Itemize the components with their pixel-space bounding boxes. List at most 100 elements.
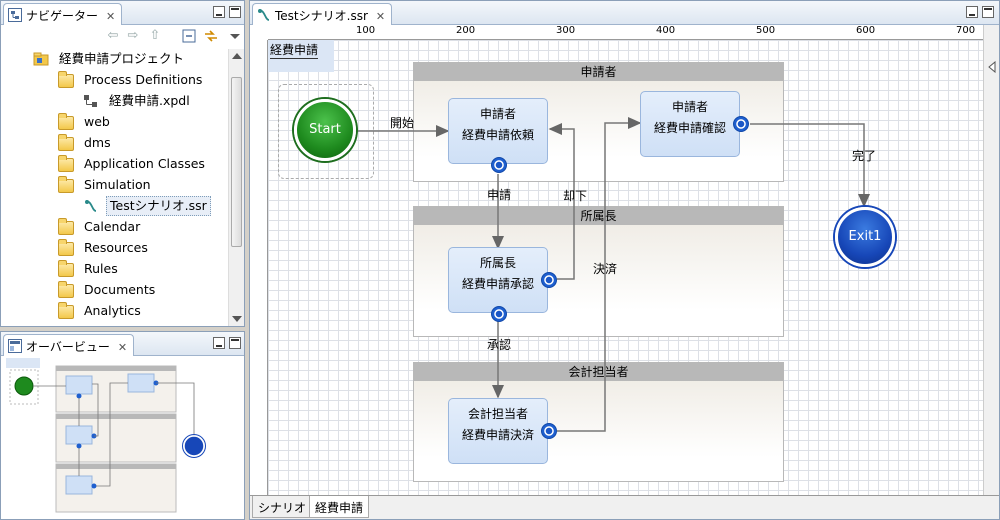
connector-label-start: 開始 <box>390 116 415 130</box>
task-role: 申請者 <box>479 107 516 121</box>
tree-item-label: Process Definitions <box>84 72 203 87</box>
folder-icon <box>58 302 74 319</box>
navigator-icon <box>8 8 22 22</box>
ruler-tick: 400 <box>249 434 251 454</box>
overview-thumbnail[interactable] <box>4 356 241 516</box>
ruler-tick: 100 <box>249 134 251 154</box>
minimize-button[interactable] <box>966 6 978 18</box>
task-role: 会計担当者 <box>467 407 528 421</box>
connector-label-settle: 決済 <box>593 262 618 276</box>
task-port-icon[interactable] <box>491 306 507 322</box>
connector-settle <box>557 117 642 432</box>
tree-item-label: 経費申請プロジェクト <box>59 51 185 66</box>
ruler-tick: 600 <box>856 25 876 36</box>
tree-item-label: Simulation <box>84 177 151 192</box>
swimlane-header: 所属長 <box>414 207 783 225</box>
close-icon[interactable]: ✕ <box>117 341 128 354</box>
editor-bottom-tabs: シナリオ 経費申請 <box>250 495 999 519</box>
diagram-canvas[interactable]: 経費申請 申請者 所属長 会計担当者 <box>268 40 983 495</box>
maximize-button[interactable] <box>982 6 994 18</box>
tab-editor-label: Testシナリオ.ssr <box>275 9 368 23</box>
minimize-button[interactable] <box>213 6 225 18</box>
ruler-tick: 700 <box>956 25 976 36</box>
tree-item-label: Documents <box>84 282 156 297</box>
navigator-tree: 経費申請プロジェクト Process Definitions 経費申請.xpdl… <box>1 49 228 326</box>
task-port-icon[interactable] <box>491 157 507 173</box>
task-port-icon[interactable] <box>541 423 557 439</box>
folder-icon <box>58 281 74 298</box>
connector-done <box>750 123 870 208</box>
back-arrow-icon[interactable]: ⇦ <box>107 28 119 43</box>
forward-arrow-icon[interactable]: ⇨ <box>127 28 139 43</box>
swimlane-header: 会計担当者 <box>414 363 783 381</box>
start-event[interactable]: Start <box>294 99 356 161</box>
scroll-thumb[interactable] <box>231 77 242 247</box>
folder-icon <box>58 239 74 256</box>
maximize-button[interactable] <box>229 6 241 18</box>
tab-navigator[interactable]: ナビゲーター ✕ <box>3 3 123 25</box>
folder-icon <box>58 260 74 277</box>
expand-palette-icon[interactable] <box>987 61 997 73</box>
swimlane-header: 申請者 <box>414 63 783 81</box>
tree-item-label: Rules <box>84 261 118 276</box>
tab-scenario[interactable]: シナリオ <box>252 496 313 518</box>
tab-navigator-label: ナビゲーター <box>26 9 99 23</box>
tree-item-label: Analytics <box>84 303 141 318</box>
collapse-all-icon[interactable] <box>181 28 197 44</box>
ruler-tick: 300 <box>249 334 251 354</box>
maximize-button[interactable] <box>229 337 241 349</box>
xpdl-file-icon <box>84 95 97 107</box>
ruler-tick: 200 <box>249 234 251 254</box>
palette-gutter[interactable] <box>983 25 999 495</box>
task-port-icon[interactable] <box>541 272 557 288</box>
task-role: 申請者 <box>671 100 708 114</box>
connector-label-approve: 承認 <box>487 338 512 352</box>
task-expense-confirm[interactable]: 申請者 経費申請確認 <box>640 91 749 157</box>
navigator-toolbar: ⇦ ⇨ ⇧ <box>1 26 244 48</box>
task-expense-request[interactable]: 申請者 経費申請依頼 <box>448 98 548 173</box>
process-label-text: 経費申請 <box>270 43 319 59</box>
tab-expense-process[interactable]: 経費申請 <box>309 496 370 518</box>
close-icon[interactable]: ✕ <box>106 10 116 23</box>
exit-event[interactable]: Exit1 <box>835 207 895 267</box>
close-icon[interactable]: ✕ <box>375 10 386 23</box>
overview-tabbar: オーバービュー✕ <box>1 332 244 356</box>
editor-panel: Testシナリオ.ssr ✕ 100 200 300 400 500 600 70… <box>249 0 1000 520</box>
tree-item-label: Application Classes <box>84 156 205 171</box>
tree-item-label: web <box>84 114 110 129</box>
task-name: 経費申請決済 <box>461 428 534 442</box>
task-expense-settle[interactable]: 会計担当者 経費申請決済 <box>448 398 557 464</box>
connector-label-apply: 申請 <box>487 188 512 202</box>
folder-icon <box>58 113 74 130</box>
start-event-label: Start <box>309 122 341 137</box>
scroll-down-arrow-icon[interactable] <box>232 316 242 322</box>
project-icon <box>33 52 49 66</box>
swimlane-manager[interactable]: 所属長 <box>413 206 784 337</box>
folder-icon <box>58 218 74 235</box>
tab-test-scenario[interactable]: Testシナリオ.ssr ✕ <box>252 3 393 25</box>
connector-label-reject: 却下 <box>563 189 588 203</box>
editor-tabbar: Testシナリオ.ssr ✕ <box>250 1 999 25</box>
tab-overview[interactable]: オーバービュー✕ <box>3 334 135 356</box>
connector-label-done: 完了 <box>852 149 877 163</box>
task-expense-approve[interactable]: 所属長 経費申請承認 <box>448 247 557 322</box>
task-name: 経費申請承認 <box>461 277 534 291</box>
up-folder-icon[interactable]: ⇧ <box>149 28 161 43</box>
overview-diagram-thumbnail <box>6 358 206 513</box>
process-label[interactable]: 経費申請 <box>268 40 334 72</box>
link-editor-icon[interactable] <box>203 28 219 44</box>
task-port-icon[interactable] <box>733 116 749 132</box>
minimize-button[interactable] <box>213 337 225 349</box>
tree-item-label: dms <box>84 135 111 150</box>
ruler-tick: 100 <box>356 25 376 36</box>
folder-icon <box>58 155 74 172</box>
view-menu-icon[interactable] <box>227 28 243 44</box>
tree-item-label: 経費申請.xpdl <box>109 93 190 108</box>
folder-icon <box>58 134 74 151</box>
task-role: 所属長 <box>479 256 516 270</box>
scroll-up-arrow-icon[interactable] <box>232 53 242 59</box>
navigator-scrollbar[interactable] <box>228 49 244 326</box>
ruler-tick: 500 <box>756 25 776 36</box>
simulation-file-icon <box>85 200 97 212</box>
tab-scenario-label: シナリオ <box>258 501 307 515</box>
